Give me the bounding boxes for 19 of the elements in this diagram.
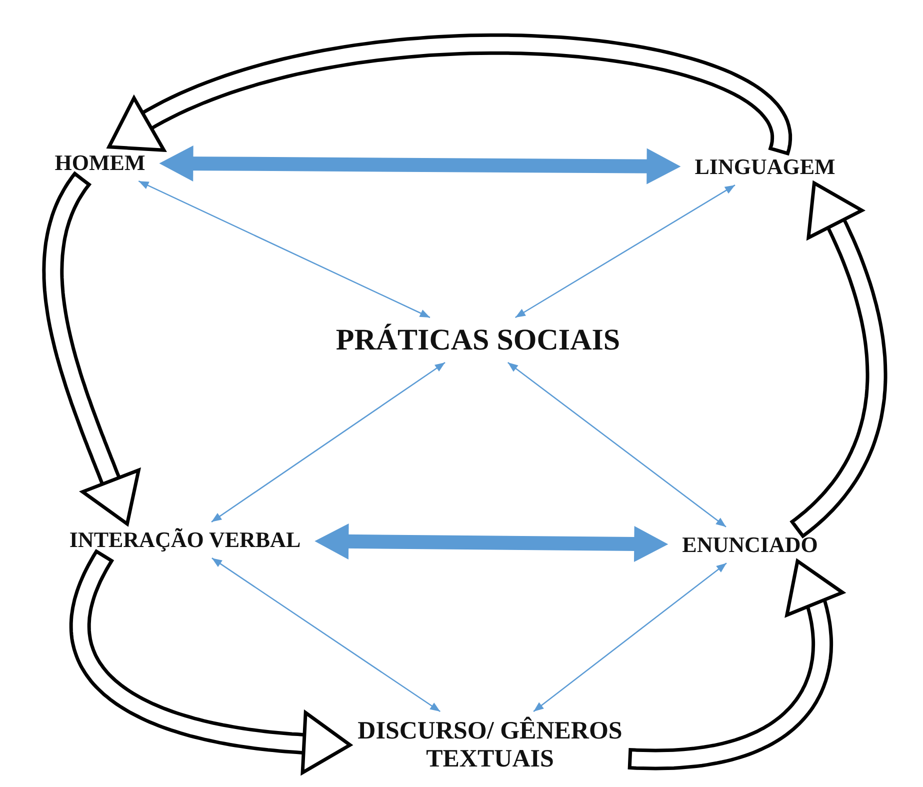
concept-label: LINGUAGEM: [694, 154, 836, 180]
block-double-arrow: [159, 146, 681, 184]
concept-label: INTERAÇÃO VERBAL: [69, 528, 301, 552]
concept-label: ENUNCIADO: [682, 532, 818, 558]
curved-block-arrow: [628, 559, 844, 770]
double-arrow: [211, 362, 446, 522]
double-arrow: [212, 558, 441, 712]
double-arrow: [533, 562, 727, 712]
curved-block-arrow: [42, 171, 140, 526]
double-arrow: [514, 184, 736, 318]
double-arrow: [507, 362, 726, 528]
concept-label: HOMEM: [54, 150, 146, 176]
concept-label: DISCURSO/ GÊNEROS TEXTUAIS: [354, 718, 626, 772]
block-double-arrow: [314, 523, 668, 562]
concept-label: PRÁTICAS SOCIAIS: [336, 324, 620, 356]
curved-block-arrow: [790, 181, 888, 539]
double-arrow: [138, 180, 430, 318]
curved-block-arrow: [69, 549, 352, 774]
curved-block-arrow: [107, 33, 792, 156]
